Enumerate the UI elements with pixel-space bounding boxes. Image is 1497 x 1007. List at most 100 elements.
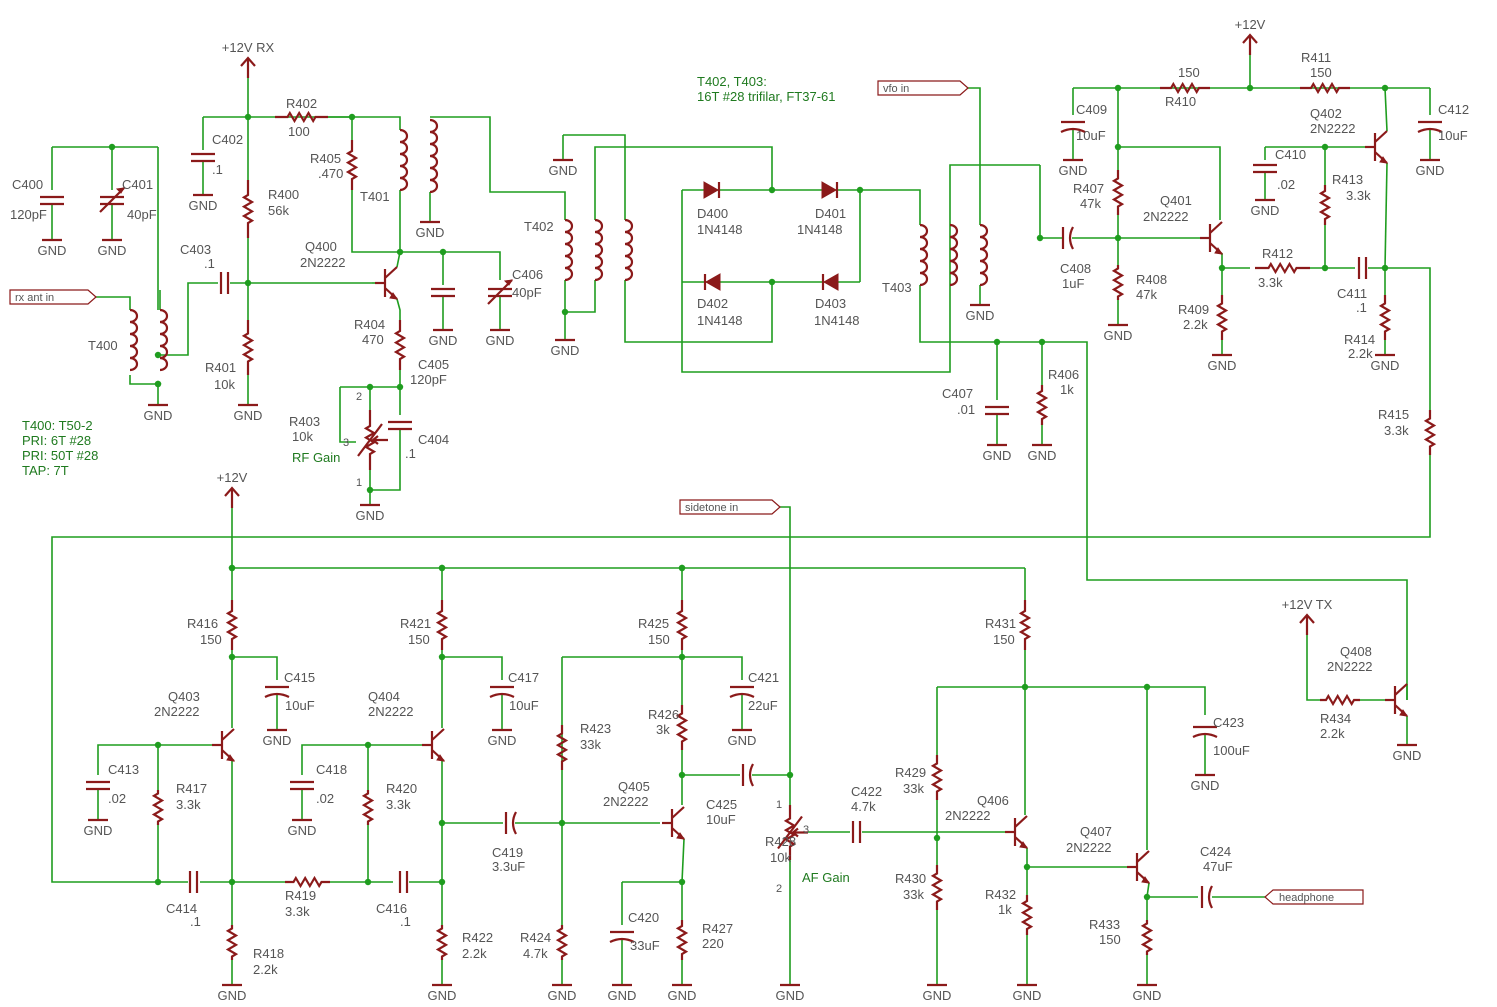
r412-name: R412 xyxy=(1262,246,1293,261)
r417-value: 3.3k xyxy=(176,797,201,812)
r411-value: 150 xyxy=(1310,65,1332,80)
r425-name: R425 xyxy=(638,616,669,631)
q407-transistor xyxy=(1127,850,1151,884)
c422-value: 4.7k xyxy=(851,799,876,814)
c402-name: C402 xyxy=(212,132,243,147)
gnd-label: GND xyxy=(486,333,515,348)
r419-name: R419 xyxy=(285,888,316,903)
c403-capacitor xyxy=(219,272,230,294)
t402c-coil xyxy=(624,218,634,282)
c413-value: .02 xyxy=(108,791,126,806)
r419-resistor xyxy=(285,875,330,889)
wire xyxy=(351,190,400,253)
rf-gain-label: RF Gain xyxy=(292,450,340,465)
c423-name: C423 xyxy=(1213,715,1244,730)
r407-value: 47k xyxy=(1080,196,1101,211)
c410-value: .02 xyxy=(1277,177,1295,192)
wire xyxy=(396,251,401,268)
wire xyxy=(1384,162,1388,269)
gnd-label: GND xyxy=(234,408,263,423)
r433-resistor xyxy=(1140,920,1154,955)
wire xyxy=(682,656,743,680)
wire xyxy=(1117,88,1221,220)
r408-name: R408 xyxy=(1136,272,1167,287)
wire xyxy=(97,744,212,775)
r406-value: 1k xyxy=(1060,382,1074,397)
c404-capacitor xyxy=(388,420,412,431)
d400-name: D400 xyxy=(697,206,728,221)
r422-name: R422 xyxy=(462,930,493,945)
c400-value: 120pF xyxy=(10,207,47,222)
c414-capacitor xyxy=(188,871,199,893)
pin-number: 3 xyxy=(803,824,809,836)
c412-value: 10uF xyxy=(1438,128,1468,143)
wire xyxy=(370,430,401,491)
gnd-label: GND xyxy=(263,733,292,748)
junction-dot xyxy=(768,186,776,194)
r418-resistor xyxy=(225,925,239,960)
q405-value: 2N2222 xyxy=(603,794,649,809)
wire xyxy=(860,189,921,225)
r403-name: R403 xyxy=(289,414,320,429)
gnd-label: GND xyxy=(1251,203,1280,218)
wire xyxy=(430,116,566,220)
rail-12v-a-label: +12V xyxy=(217,470,248,485)
c425-capacitor xyxy=(741,763,754,787)
r405-value: .470 xyxy=(318,166,343,181)
wire xyxy=(129,375,158,385)
gnd-label: GND xyxy=(728,733,757,748)
wire xyxy=(1306,635,1320,701)
wire xyxy=(780,506,791,805)
c420-value: 33uF xyxy=(630,938,660,953)
c416-capacitor xyxy=(398,871,409,893)
r413-value: 3.3k xyxy=(1346,188,1371,203)
r403-value: 10k xyxy=(292,429,313,444)
r408-value: 47k xyxy=(1136,287,1157,302)
c425-value: 10uF xyxy=(706,812,736,827)
r432-value: 1k xyxy=(998,902,1012,917)
sidetone-in-port xyxy=(679,499,781,515)
r404-resistor xyxy=(393,320,407,370)
r413-resistor xyxy=(1318,185,1332,225)
af-gain-label: AF Gain xyxy=(802,870,850,885)
r420-name: R420 xyxy=(386,781,417,796)
r400-resistor xyxy=(241,180,255,238)
gnd-label: GND xyxy=(1208,358,1237,373)
c413-name: C413 xyxy=(108,762,139,777)
c401-capacitor xyxy=(100,195,124,206)
vfo-in-port xyxy=(877,80,969,96)
gnd-label: GND xyxy=(288,823,317,838)
r414-name: R414 xyxy=(1344,332,1375,347)
gnd-label: GND xyxy=(429,333,458,348)
r404-value: 470 xyxy=(362,332,384,347)
t403a-coil xyxy=(919,223,929,287)
junction-dot xyxy=(768,278,776,286)
r404-name: R404 xyxy=(354,317,385,332)
r430-resistor xyxy=(930,865,944,910)
note-t400-line1: T400: T50-2 xyxy=(22,418,93,433)
c411-capacitor xyxy=(1357,257,1368,279)
c417-name: C417 xyxy=(508,670,539,685)
r424-name: R424 xyxy=(520,930,551,945)
c403-name: C403 xyxy=(180,242,211,257)
gnd-label: GND xyxy=(144,408,173,423)
gnd-label: GND xyxy=(1104,328,1133,343)
r424-value: 4.7k xyxy=(523,946,548,961)
q402-value: 2N2222 xyxy=(1310,121,1356,136)
wire xyxy=(1368,267,1431,410)
gnd-label: GND xyxy=(189,198,218,213)
wire xyxy=(937,686,1206,715)
c418-capacitor xyxy=(290,780,314,791)
pin-number: 3 xyxy=(343,437,349,449)
gnd-label: GND xyxy=(1191,778,1220,793)
r430-name: R430 xyxy=(895,871,926,886)
r426-resistor xyxy=(675,705,689,750)
vfo-in-port-label: vfo in xyxy=(883,83,909,95)
rail-12v-tx xyxy=(1299,613,1315,635)
r405-resistor xyxy=(345,140,359,190)
c419-capacitor xyxy=(504,811,517,835)
q401-value: 2N2222 xyxy=(1143,209,1189,224)
t401a-coil xyxy=(399,128,409,192)
c406-capacitor xyxy=(488,287,512,298)
